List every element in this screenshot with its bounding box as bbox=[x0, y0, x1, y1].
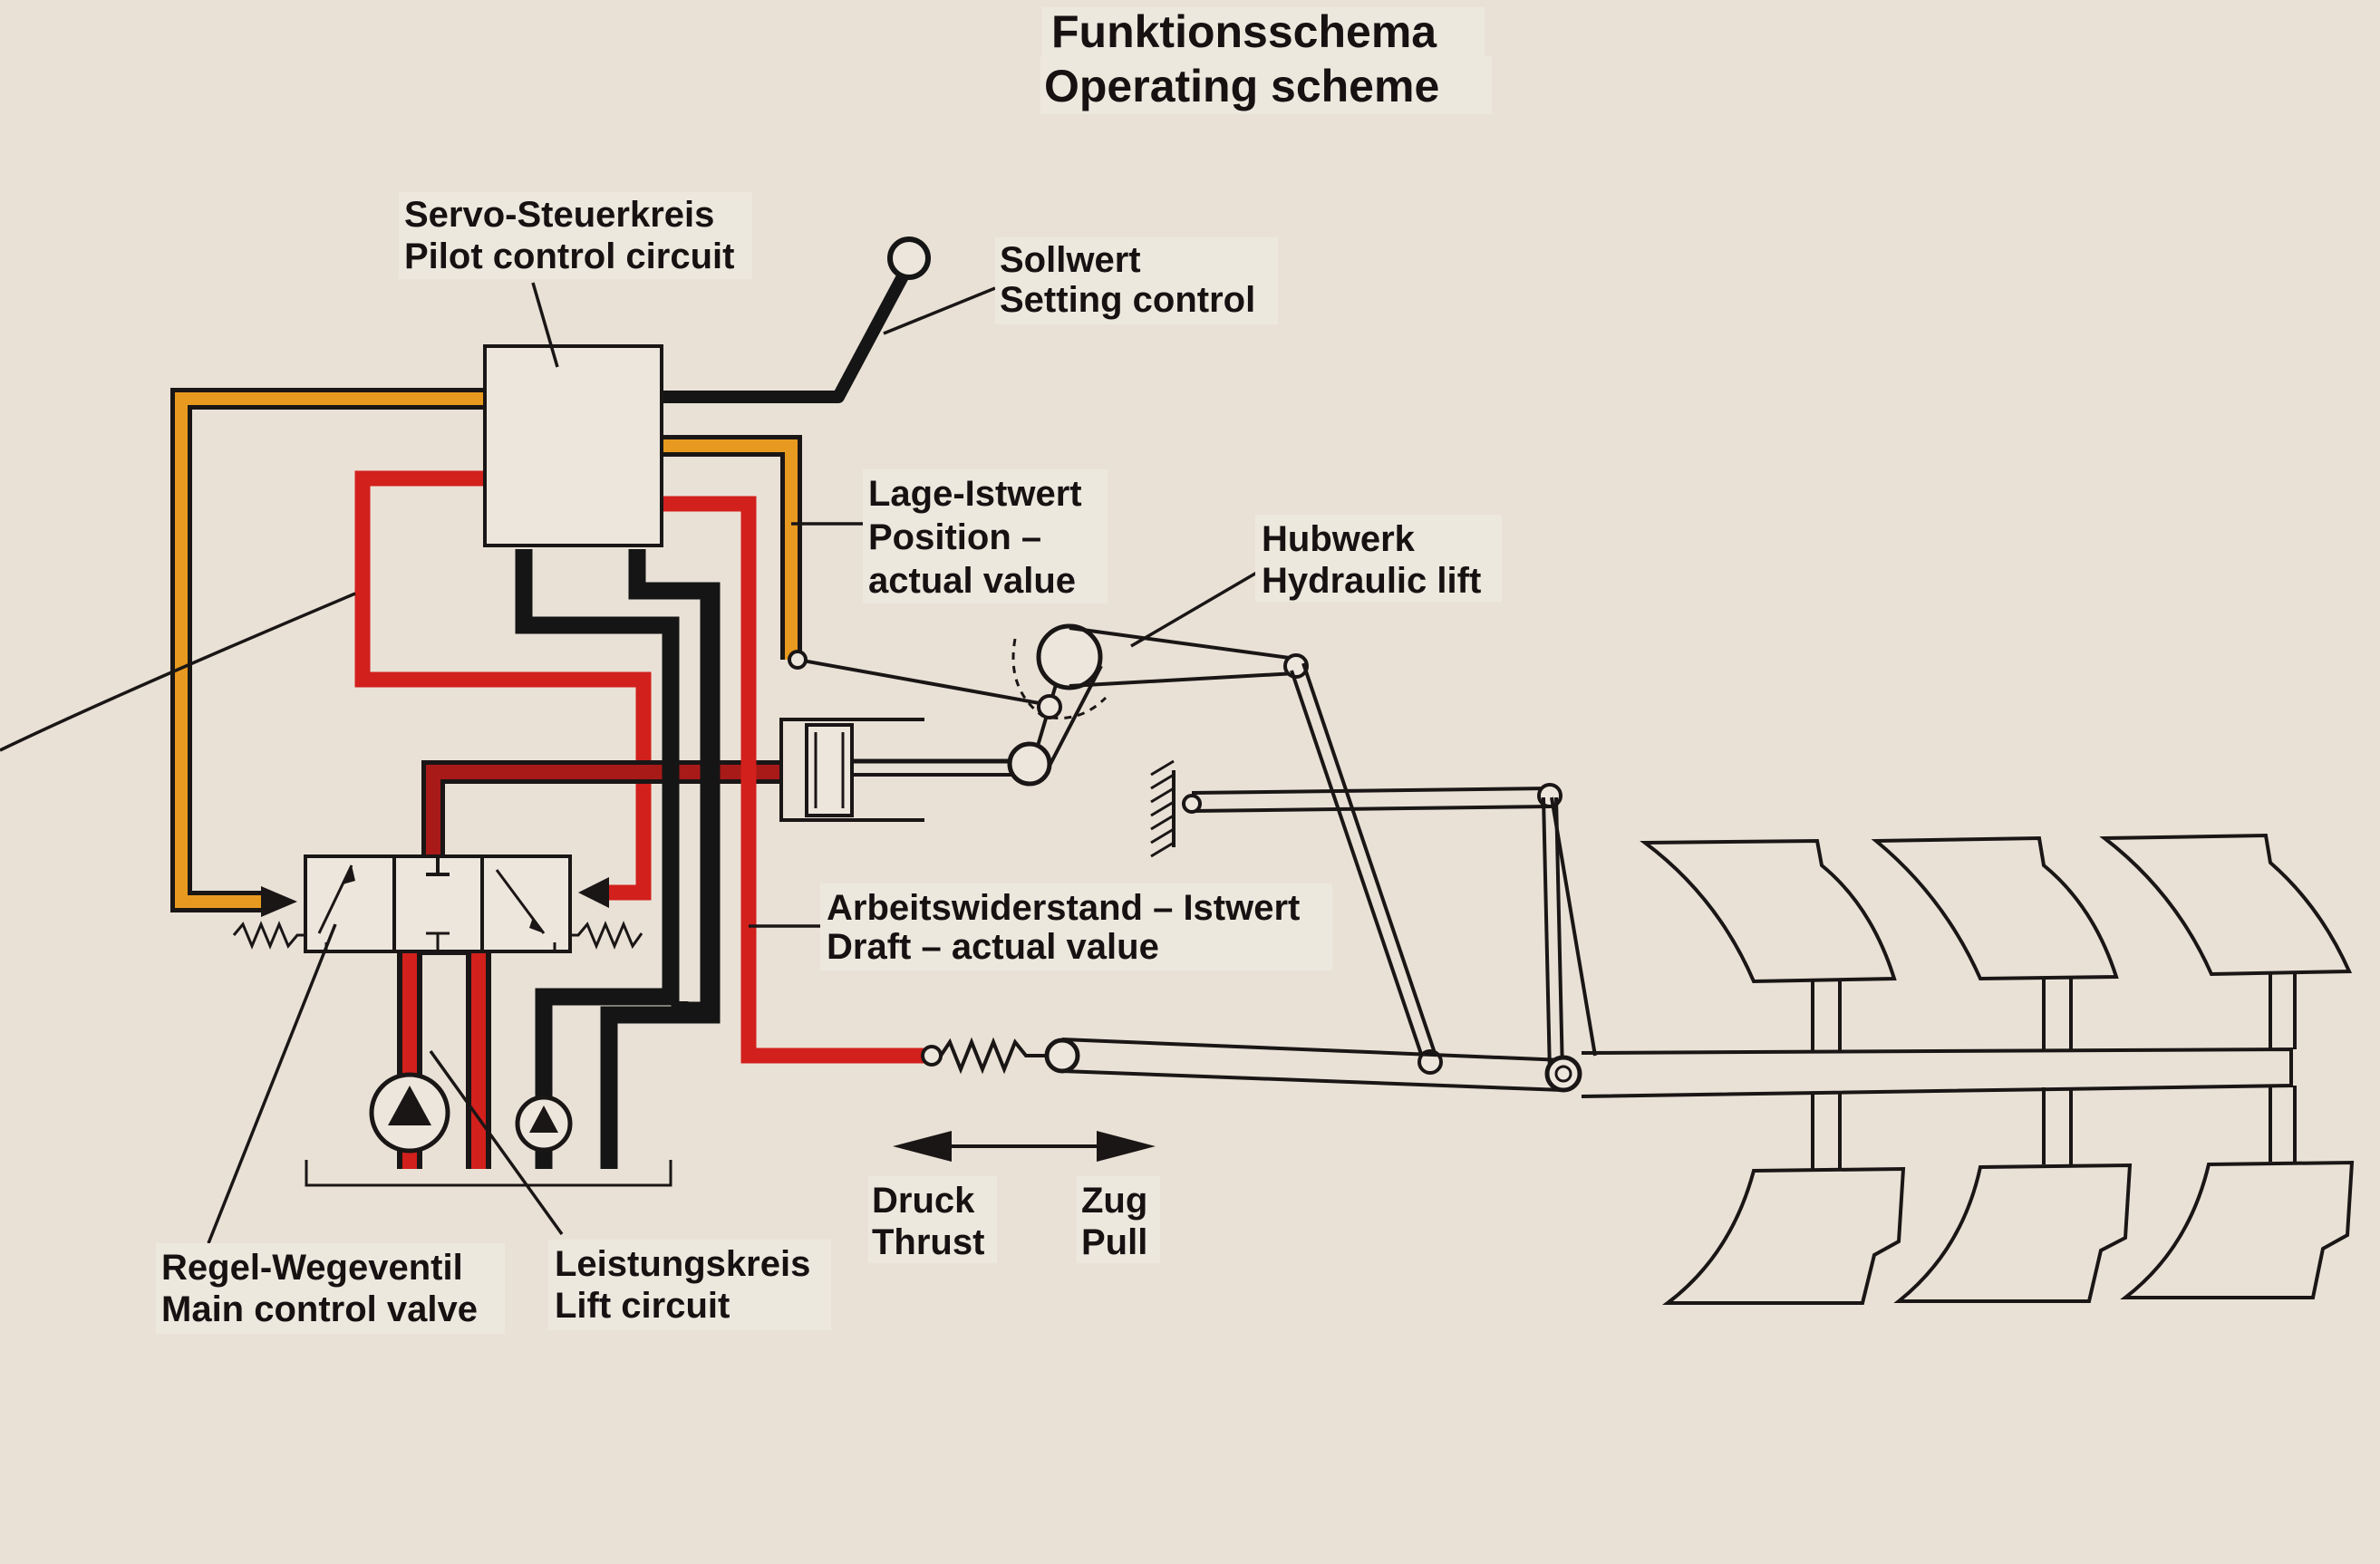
label-hydraulic-lift: Hubwerk Hydraulic lift bbox=[1255, 515, 1502, 602]
label-arbeit-en: Draft – actual value bbox=[827, 927, 1159, 967]
label-sollwert-de: Sollwert bbox=[1000, 240, 1141, 280]
label-lage-de: Lage-Istwert bbox=[868, 474, 1082, 514]
label-draft-actual-value: Arbeitswiderstand – Istwert Draft – actu… bbox=[820, 883, 1332, 970]
label-thrust: Druck Thrust bbox=[868, 1176, 997, 1263]
main-control-valve bbox=[232, 854, 643, 953]
tank bbox=[305, 1160, 672, 1187]
plough bbox=[1581, 833, 2355, 1305]
hydraulic-lift-linkage bbox=[788, 623, 1597, 1093]
pilot-pump bbox=[515, 1095, 573, 1153]
label-zug-de: Zug bbox=[1081, 1181, 1147, 1221]
title-en: Operating scheme bbox=[1044, 61, 1439, 111]
label-lage-en1: Position – bbox=[868, 517, 1041, 557]
label-main-control-valve: Regel-Wegeventil Main control valve bbox=[156, 1243, 505, 1334]
label-druck-en: Thrust bbox=[872, 1222, 984, 1262]
lift-cylinder bbox=[779, 718, 1024, 822]
label-leistung-en: Lift circuit bbox=[555, 1286, 730, 1326]
label-lage-en2: actual value bbox=[868, 561, 1076, 601]
label-pilot-control-circuit: Servo-Steuerkreis Pilot control circuit bbox=[399, 192, 752, 279]
setting-control-lever[interactable] bbox=[663, 237, 931, 403]
label-setting-control: Sollwert Setting control bbox=[995, 237, 1278, 324]
label-servo-en: Pilot control circuit bbox=[404, 237, 734, 276]
label-servo-de: Servo-Steuerkreis bbox=[404, 195, 714, 235]
diagram-title: Funktionsschema Operating scheme bbox=[1040, 6, 1492, 114]
pressure-circuit-lines bbox=[354, 470, 932, 1169]
label-hubwerk-de: Hubwerk bbox=[1262, 519, 1416, 559]
label-regel-en: Main control valve bbox=[161, 1289, 478, 1329]
label-regel-de: Regel-Wegeventil bbox=[161, 1248, 463, 1288]
label-arbeit-de: Arbeitswiderstand – Istwert bbox=[827, 888, 1300, 928]
leader-lines bbox=[0, 282, 1261, 1244]
label-lift-circuit: Leistungskreis Lift circuit bbox=[548, 1240, 831, 1330]
pilot-circuit-lines bbox=[170, 388, 802, 912]
label-leistung-de: Leistungskreis bbox=[555, 1244, 810, 1284]
label-hubwerk-en: Hydraulic lift bbox=[1262, 561, 1481, 601]
label-sollwert-en: Setting control bbox=[1000, 280, 1255, 320]
return-circuit-lines bbox=[515, 549, 721, 1169]
main-pump bbox=[369, 1072, 450, 1154]
label-pull: Zug Pull bbox=[1077, 1176, 1160, 1263]
pilot-control-box bbox=[483, 344, 663, 547]
label-position-actual-value: Lage-Istwert Position – actual value bbox=[863, 469, 1108, 603]
label-druck-de: Druck bbox=[872, 1181, 975, 1221]
label-zug-en: Pull bbox=[1081, 1222, 1147, 1262]
title-de: Funktionsschema bbox=[1051, 6, 1437, 57]
thrust-pull-arrow bbox=[893, 1131, 1156, 1162]
